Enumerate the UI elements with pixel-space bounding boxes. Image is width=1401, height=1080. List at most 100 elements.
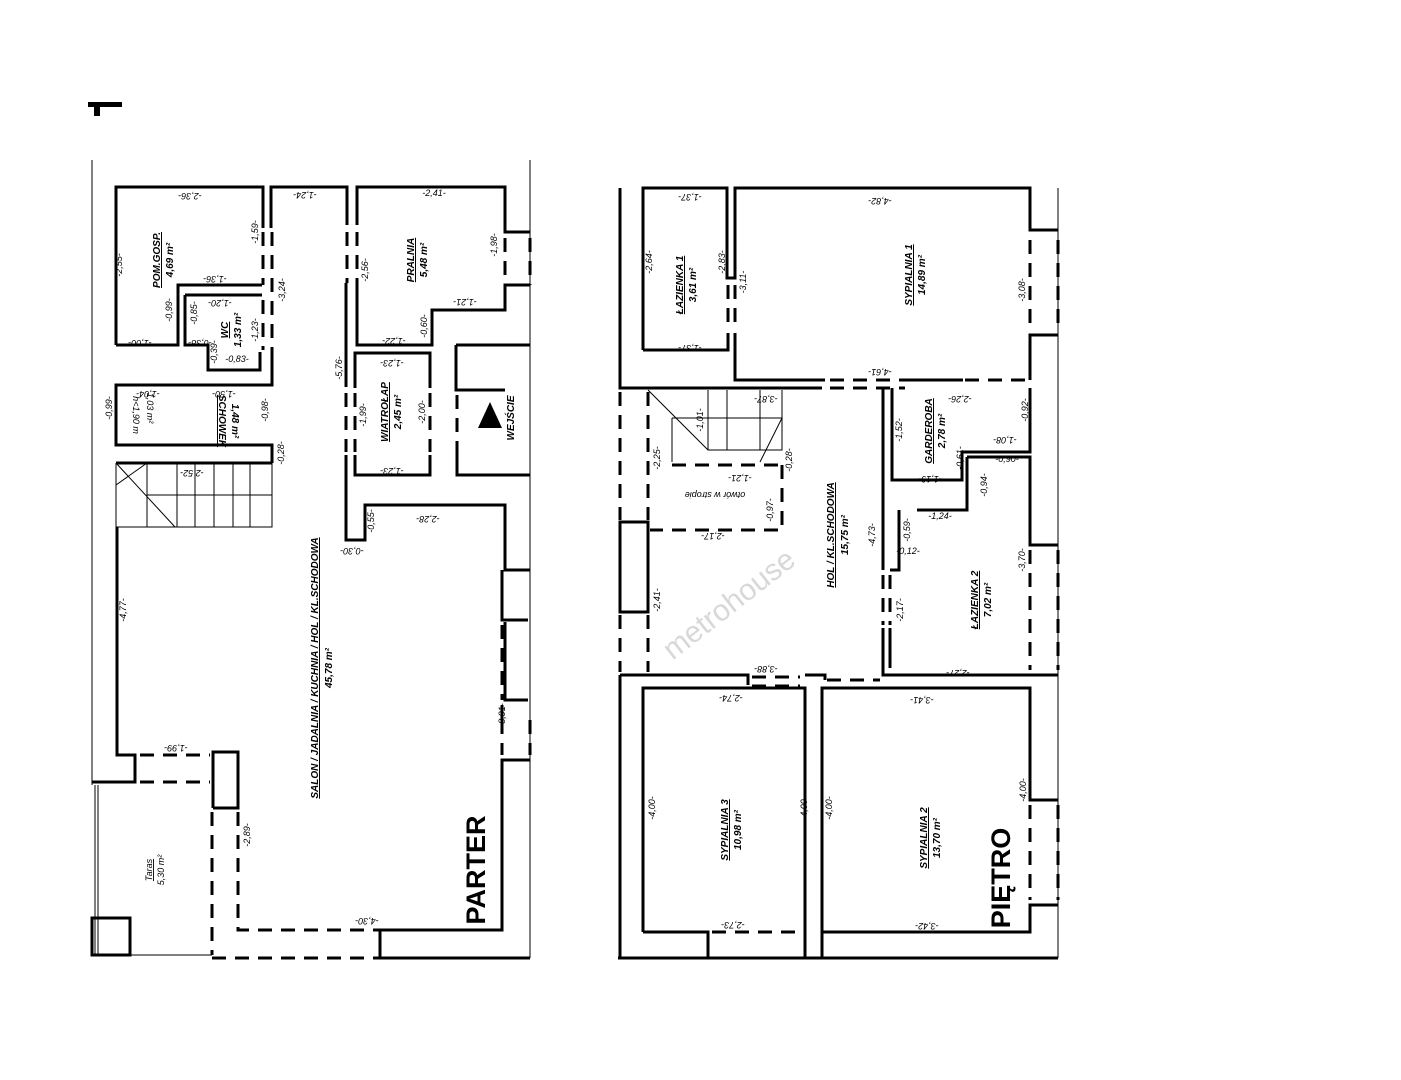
dimension-label: -3,11- [738,271,748,294]
dimension-label: -4,00- [1018,778,1028,802]
room-name: WC [220,321,231,338]
dimension-label: -3,87- [754,394,778,404]
dimension-label: -4,73- [867,523,877,547]
dimension-label: -1,52- [894,418,904,442]
dimension-label: -3,24- [277,278,287,302]
room-area: 1,48 m² [229,404,240,439]
dimension-label: -4,00- [799,796,809,820]
dimension-label: -2,25- [652,446,662,470]
room-area: 45,78 m² [324,647,335,689]
room-area: 15,75 m² [840,514,851,555]
dimension-label: -3,88- [754,664,778,674]
room-name: GARDEROBA [924,398,935,464]
dimension-label: -1,21- [453,297,477,307]
dimension-label: -1,59- [250,220,260,244]
dimension-label: -1,37- [678,343,702,353]
room-area: 5,30 m² [156,854,166,886]
watermark-logo: metrohouse [657,543,802,667]
dimension-label: -4,82- [868,196,892,206]
dimension-label: -2,64- [644,250,654,274]
room-name: SCHOWEK [216,395,227,448]
room-area: 3,61 m² [688,267,699,302]
dimension-label: -4,30- [355,916,379,926]
dimension-label: -1,19- [918,474,942,484]
dimension-label: -2,17- [701,531,725,541]
room-name: WIATROŁAP [380,382,391,442]
dimension-label: -1,99- [164,743,188,753]
dimension-label: -0,61- [955,446,965,470]
entrance-arrow-icon [478,402,502,428]
room-area: 1,33 m² [233,312,244,347]
room-name: ŁAZIENKA 2 [970,570,981,630]
room-name: SALON / JADALNIA / KUCHNIA / HOL / KL.SC… [310,537,321,798]
dimension-label: -2,26- [948,394,972,404]
room-area: 4,69 m² [165,242,176,278]
dimension-label: -2,36- [178,191,202,201]
room-area: 2,45 m² [393,394,404,430]
dimension-label: -1,23- [380,358,404,368]
dimension-label: otwór w stropie [685,490,746,500]
level-title-ground: PARTER [461,815,491,924]
dimension-label: -0,28- [784,448,794,472]
dimension-label: -2,74- [719,693,743,703]
dimension-label: -1,23- [250,318,260,342]
dimension-label: -4,77- [118,598,128,622]
dimension-label: -2,41- [422,188,446,198]
dimension-label: -0,92- [1020,398,1030,422]
dimension-label: -2,00- [417,400,427,424]
entrance-marker: WEJŚCIE [478,395,517,441]
dimension-label: -3,70- [1017,548,1027,572]
dimension-label: 1,03 m² [145,393,155,425]
room-name: Taras [144,858,154,881]
dimension-label: -0,12- [896,546,920,556]
dimension-label: -2,55- [114,253,124,277]
dimension-label: -1,37- [678,192,702,202]
dimension-label: -2,89- [242,823,252,847]
dimension-label: -0,28- [276,441,286,465]
dimension-label: -2,56- [360,258,370,282]
room-name: SYPIALNIA 1 [904,244,915,306]
dimension-label: -0,90- [995,454,1019,464]
dimension-label: -0,98- [260,398,270,422]
dimension-label: -0,39- [209,340,219,364]
dimension-label: -4,00- [824,796,834,820]
dimension-label: -0,30- [340,546,364,556]
dimension-label: -2,28- [416,514,440,524]
dimension-label: -1,98- [489,233,499,257]
dimension-label: -1,04- [136,389,160,399]
room-area: 2,78 m² [937,413,948,449]
room-name: SYPIALNIA 3 [720,799,731,861]
room-name: PRALNIA [406,238,417,282]
dimension-label: -3,41- [910,695,934,705]
ground-floor-walls [90,160,532,960]
dimension-label: -4,61- [868,367,892,377]
room-name: HOL / KL.SCHODOWA [826,482,837,587]
dimension-label: -3,42- [915,921,939,931]
dimension-labels: -2,36--2,55--1,00--0,99--1,36--1,59--3,2… [104,188,1030,931]
dimension-label: -1,22- [382,336,406,346]
dimension-label: -1,20- [208,298,232,308]
room-name: ŁAZIENKA 1 [675,255,686,315]
room-name: POM.GOSP. [152,232,163,288]
dimension-label: -1,99- [358,403,368,427]
dimension-label: -1,23- [380,466,404,476]
dimension-label: -1,50- [212,389,236,399]
dimension-label: -2,17- [895,598,905,622]
dimension-label: -1,24- [293,190,317,200]
dimension-label: -0,55- [366,509,376,533]
dimension-label: -1,08- [993,435,1017,445]
dimension-label: -2,73- [721,920,745,930]
level-title-upper: PIĘTRO [986,828,1016,929]
dimension-label: -0,99- [164,298,174,322]
dimension-label: -0,99- [104,396,114,420]
